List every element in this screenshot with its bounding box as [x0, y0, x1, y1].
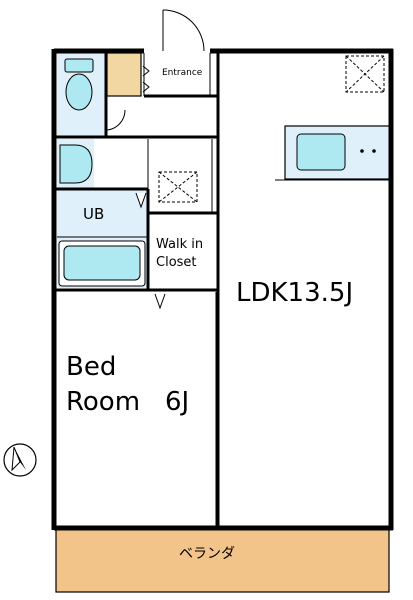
- bathtub-icon: [58, 240, 146, 287]
- shoe-cabinet-icon: [106, 52, 142, 97]
- shoe-cabinet-door-icon: [142, 65, 150, 93]
- partitions: [57, 53, 391, 527]
- ventilation-fan-icon: [345, 55, 385, 93]
- walk-in-closet-label-line1: Walk in: [156, 237, 203, 252]
- veranda-area: [55, 528, 390, 593]
- closet-door-icon: [154, 293, 166, 310]
- bedroom-label-line2: Room: [66, 387, 140, 417]
- bathroom-door-icon: [135, 192, 147, 209]
- entrance-door-icon: [162, 9, 205, 52]
- north-arrow-icon: [3, 443, 37, 477]
- ldk-label: LDK13.5J: [236, 278, 353, 308]
- ub-label: UB: [83, 205, 104, 223]
- exterior-walls: [51, 48, 394, 531]
- entrance-label: Entrance: [162, 68, 203, 78]
- washbasin-icon: [59, 144, 93, 184]
- bedroom-label-line1: Bed: [66, 352, 116, 382]
- bedroom-size-label: 6J: [165, 387, 189, 417]
- veranda-label: ベランダ: [179, 546, 235, 562]
- kitchen-sink-icon: [296, 133, 376, 171]
- walk-in-closet-label-line2: Closet: [156, 255, 197, 270]
- interior-walls: [56, 51, 220, 528]
- toilet-door-icon: [106, 109, 126, 131]
- toilet-icon: [64, 58, 94, 111]
- ventilation-fan-icon: [158, 171, 198, 203]
